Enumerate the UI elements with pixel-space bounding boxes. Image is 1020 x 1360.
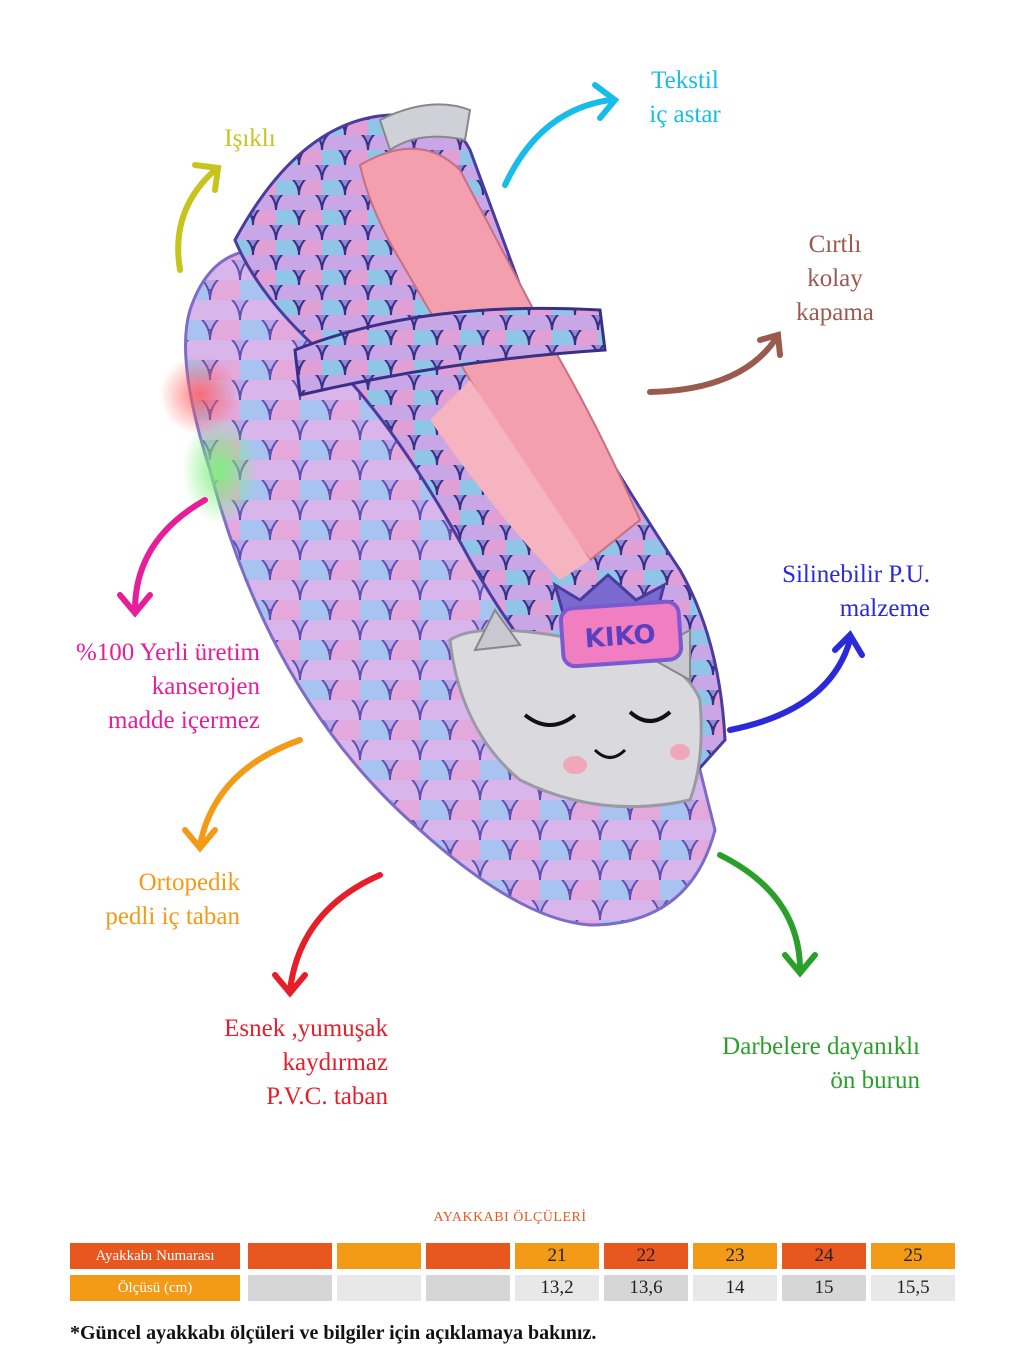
arrow-yerli — [132, 497, 208, 613]
callout-esnek: Esnek ,yumuşak kaydırmaz P.V.C. taban — [170, 1012, 388, 1114]
arrow-tekstil — [502, 97, 613, 188]
length-cell: 13,6 — [604, 1275, 688, 1301]
size-cell: 24 — [782, 1243, 866, 1269]
length-cell — [426, 1275, 510, 1301]
callout-darbe: Darbelere dayanıklı ön burun — [680, 1030, 920, 1098]
callout-pu: Silinebilir P.U. malzeme — [700, 558, 930, 626]
size-cell — [426, 1243, 510, 1269]
callout-line: kanserojen — [151, 673, 260, 700]
size-cell — [248, 1243, 332, 1269]
size-row-label: Ayakkabı Numarası — [70, 1243, 240, 1269]
arrow-pu — [727, 637, 853, 733]
callout-line: kolay — [807, 265, 863, 292]
arrow-cirtli — [647, 337, 778, 395]
size-cell — [337, 1243, 421, 1269]
size-cell: 25 — [871, 1243, 955, 1269]
length-cell: 13,2 — [515, 1275, 599, 1301]
callout-line: kapama — [796, 299, 874, 326]
size-cell: 21 — [515, 1243, 599, 1269]
size-cell: 22 — [604, 1243, 688, 1269]
size-table-title: AYAKKABI ÖLÇÜLERİ — [433, 1210, 587, 1225]
size-row: Ayakkabı Numarası 21 22 23 24 25 — [70, 1243, 962, 1269]
length-cell: 14 — [693, 1275, 777, 1301]
callout-yerli: %100 Yerli üretim kanserojen madde içerm… — [40, 636, 260, 738]
callout-line: pedli iç taban — [105, 903, 240, 930]
length-cell: 15,5 — [871, 1275, 955, 1301]
length-cell — [337, 1275, 421, 1301]
callout-isikli: Işıklı — [200, 122, 300, 156]
callout-line: Işıklı — [224, 125, 276, 152]
callout-line: madde içermez — [108, 707, 260, 734]
callout-ortopedik: Ortopedik pedli iç taban — [40, 866, 240, 934]
callout-line: Ortopedik — [138, 869, 240, 896]
callout-line: %100 Yerli üretim — [75, 639, 260, 666]
callout-line: iç astar — [649, 101, 721, 128]
callout-line: Darbelere dayanıklı — [722, 1033, 920, 1060]
shoe-illustration: KIKO — [160, 103, 727, 927]
length-row: Ölçüsü (cm) 13,2 13,6 14 15 15,5 — [70, 1275, 962, 1301]
arrow-ortopedik — [197, 737, 303, 848]
brand-badge-text: KIKO — [584, 620, 657, 655]
callout-line: malzeme — [839, 595, 930, 622]
callout-line: ön burun — [830, 1067, 920, 1094]
callout-line: Tekstil — [651, 67, 719, 94]
callout-line: kaydırmaz — [282, 1049, 388, 1076]
callout-line: Silinebilir P.U. — [782, 561, 930, 588]
callout-line: Cırtlı — [808, 231, 862, 258]
callout-arrows — [117, 82, 865, 998]
arrow-darbe — [717, 852, 803, 973]
callout-tekstil: Tekstil iç astar — [625, 64, 745, 132]
size-cell: 23 — [693, 1243, 777, 1269]
callout-line: P.V.C. taban — [266, 1083, 388, 1110]
length-cell — [248, 1275, 332, 1301]
arrow-isikli — [175, 167, 218, 273]
footnote: *Güncel ayakkabı ölçüleri ve bilgiler iç… — [70, 1322, 597, 1344]
callout-line: Esnek ,yumuşak — [224, 1015, 388, 1042]
length-row-label: Ölçüsü (cm) — [70, 1275, 240, 1301]
arrow-esnek — [287, 872, 383, 993]
callout-cirtli: Cırtlı kolay kapama — [775, 228, 895, 330]
length-cell: 15 — [782, 1275, 866, 1301]
